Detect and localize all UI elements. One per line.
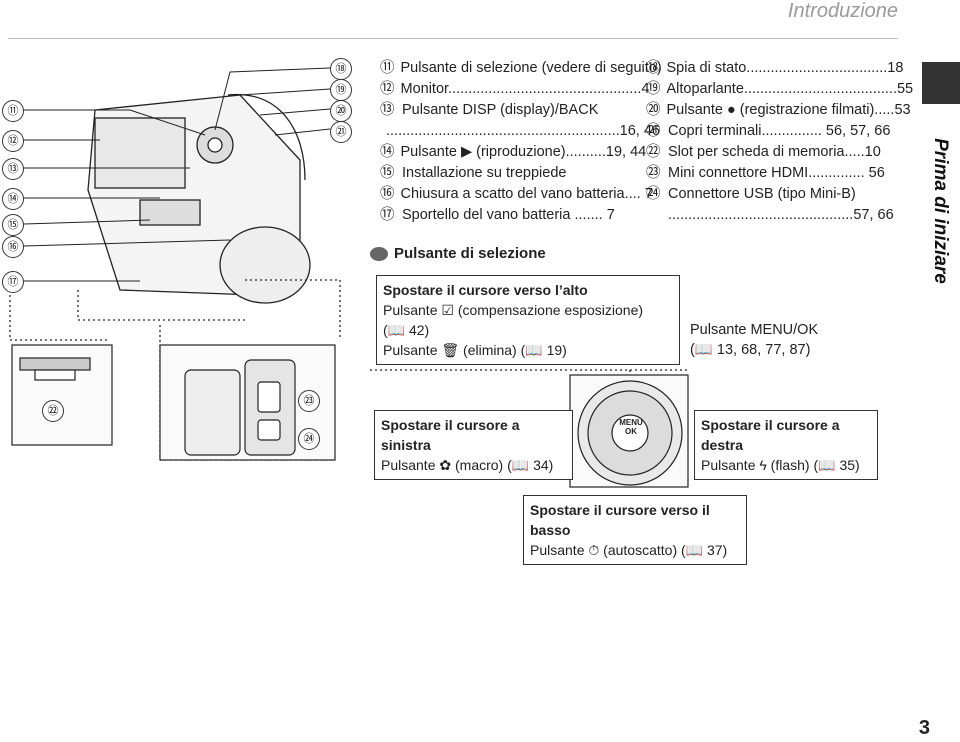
dial-center-label: MENU OK <box>619 418 643 436</box>
list-item: Sportello del vano batteria ....... 7 <box>402 207 615 223</box>
callout-23: ㉓ <box>298 390 320 412</box>
list-item: Pulsante DISP (display)/BACK <box>402 102 599 118</box>
list-item: Chiusura a scatto del vano batteria.... … <box>400 186 653 202</box>
list-item-number: ⑰ <box>380 207 395 223</box>
callout-20: ⑳ <box>330 100 352 122</box>
list-item-number: ㉑ <box>646 123 661 139</box>
parts-list-left: ⑪ Pulsante di selezione (vedere di seguit… <box>380 58 662 226</box>
callout-18: ⑱ <box>330 58 352 80</box>
callout-12: ⑫ <box>2 130 24 152</box>
selector-up-line1: Pulsante ☑ (compensazione esposizione) <box>383 302 644 318</box>
list-item-number: ⑱ <box>646 60 661 76</box>
callout-21: ㉑ <box>330 121 352 143</box>
camera-illustration <box>9 67 690 488</box>
list-item: Slot per scheda di memoria.....10 <box>668 144 881 160</box>
selector-up-line2: (📖 42) <box>383 322 430 338</box>
list-item-number: ⑬ <box>380 102 395 118</box>
list-item-number: ㉒ <box>646 144 661 160</box>
menu-ok-line2: (📖 13, 68, 77, 87) <box>690 342 811 358</box>
page-header-title: Introduzione <box>787 0 898 22</box>
callout-17: ⑰ <box>2 271 24 293</box>
callout-22: ㉒ <box>42 400 64 422</box>
list-item-number: ⑳ <box>646 102 661 118</box>
selector-down-title: Spostare il cursore verso il basso <box>530 502 710 538</box>
list-item-number: ⑲ <box>646 81 661 97</box>
header-rule <box>8 38 898 39</box>
list-item: Pulsante di selezione (vedere di seguito… <box>400 60 662 76</box>
list-item: ........................................… <box>386 123 660 139</box>
selector-dial-detail <box>569 374 689 488</box>
list-item-number <box>646 205 662 226</box>
list-item: Mini connettore HDMI.............. 56 <box>668 165 885 181</box>
list-item: Pulsante ● (registrazione filmati).....5… <box>666 102 911 118</box>
selector-right-box: Spostare il cursore a destra Pulsante ϟ … <box>694 410 878 480</box>
selector-left-line1: Pulsante ✿ (macro) (📖 34) <box>381 457 554 473</box>
selector-right-line1: Pulsante ϟ (flash) (📖 35) <box>701 457 860 473</box>
callout-19: ⑲ <box>330 79 352 101</box>
selector-down-line1: Pulsante ⏱ (autoscatto) (📖 37) <box>530 542 728 558</box>
callout-16: ⑯ <box>2 236 24 258</box>
selector-right-title: Spostare il cursore a destra <box>701 417 840 453</box>
list-item: Altoparlante............................… <box>666 81 914 97</box>
selector-up-title: Spostare il cursore verso l’alto <box>383 282 588 298</box>
selector-left-box: Spostare il cursore a sinistra Pulsante … <box>374 410 573 480</box>
list-item-number: ⑫ <box>380 81 395 97</box>
list-item: Monitor.................................… <box>400 81 650 97</box>
list-item-number: ㉔ <box>646 186 661 202</box>
selector-down-box: Spostare il cursore verso il basso Pulsa… <box>523 495 747 565</box>
callout-11: ⑪ <box>2 100 24 122</box>
callout-13: ⑬ <box>2 158 24 180</box>
list-item: ........................................… <box>668 207 894 223</box>
side-tab-marker <box>922 62 960 104</box>
card-slot-detail <box>11 344 113 446</box>
menu-ok-line1: Pulsante MENU/OK <box>690 322 819 338</box>
parts-list-right: ⑱ Spia di stato..........................… <box>646 58 913 226</box>
selector-menu-text: Pulsante MENU/OK (📖 13, 68, 77, 87) <box>690 320 818 360</box>
list-item-number: ⑭ <box>380 144 395 160</box>
camera-body <box>87 93 311 304</box>
list-item: Connettore USB (tipo Mini-B) <box>668 186 856 202</box>
selector-up-line3: Pulsante 🗑 (elimina) (📖 19) <box>383 342 567 358</box>
page-number: 3 <box>918 717 930 739</box>
callout-24: ㉔ <box>298 428 320 450</box>
info-icon <box>370 247 388 262</box>
list-item-number: ⑪ <box>380 60 395 76</box>
list-item: Spia di stato...........................… <box>666 60 904 76</box>
callout-15: ⑮ <box>2 214 24 236</box>
list-item-number: ㉓ <box>646 165 661 181</box>
list-item: Installazione su treppiede <box>402 165 567 181</box>
list-item-number: ⑮ <box>380 165 395 181</box>
list-item: Pulsante ▶ (riproduzione)..........19, 4… <box>400 144 647 160</box>
selector-left-title: Spostare il cursore a sinistra <box>381 417 520 453</box>
list-item: Copri terminali............... 56, 57, 6… <box>668 123 891 139</box>
list-item-number: ⑯ <box>380 186 395 202</box>
selector-heading-text: Pulsante di selezione <box>394 245 546 262</box>
callout-14: ⑭ <box>2 188 24 210</box>
selector-up-box: Spostare il cursore verso l’alto Pulsant… <box>376 275 680 365</box>
selector-heading: Pulsante di selezione <box>370 245 546 262</box>
